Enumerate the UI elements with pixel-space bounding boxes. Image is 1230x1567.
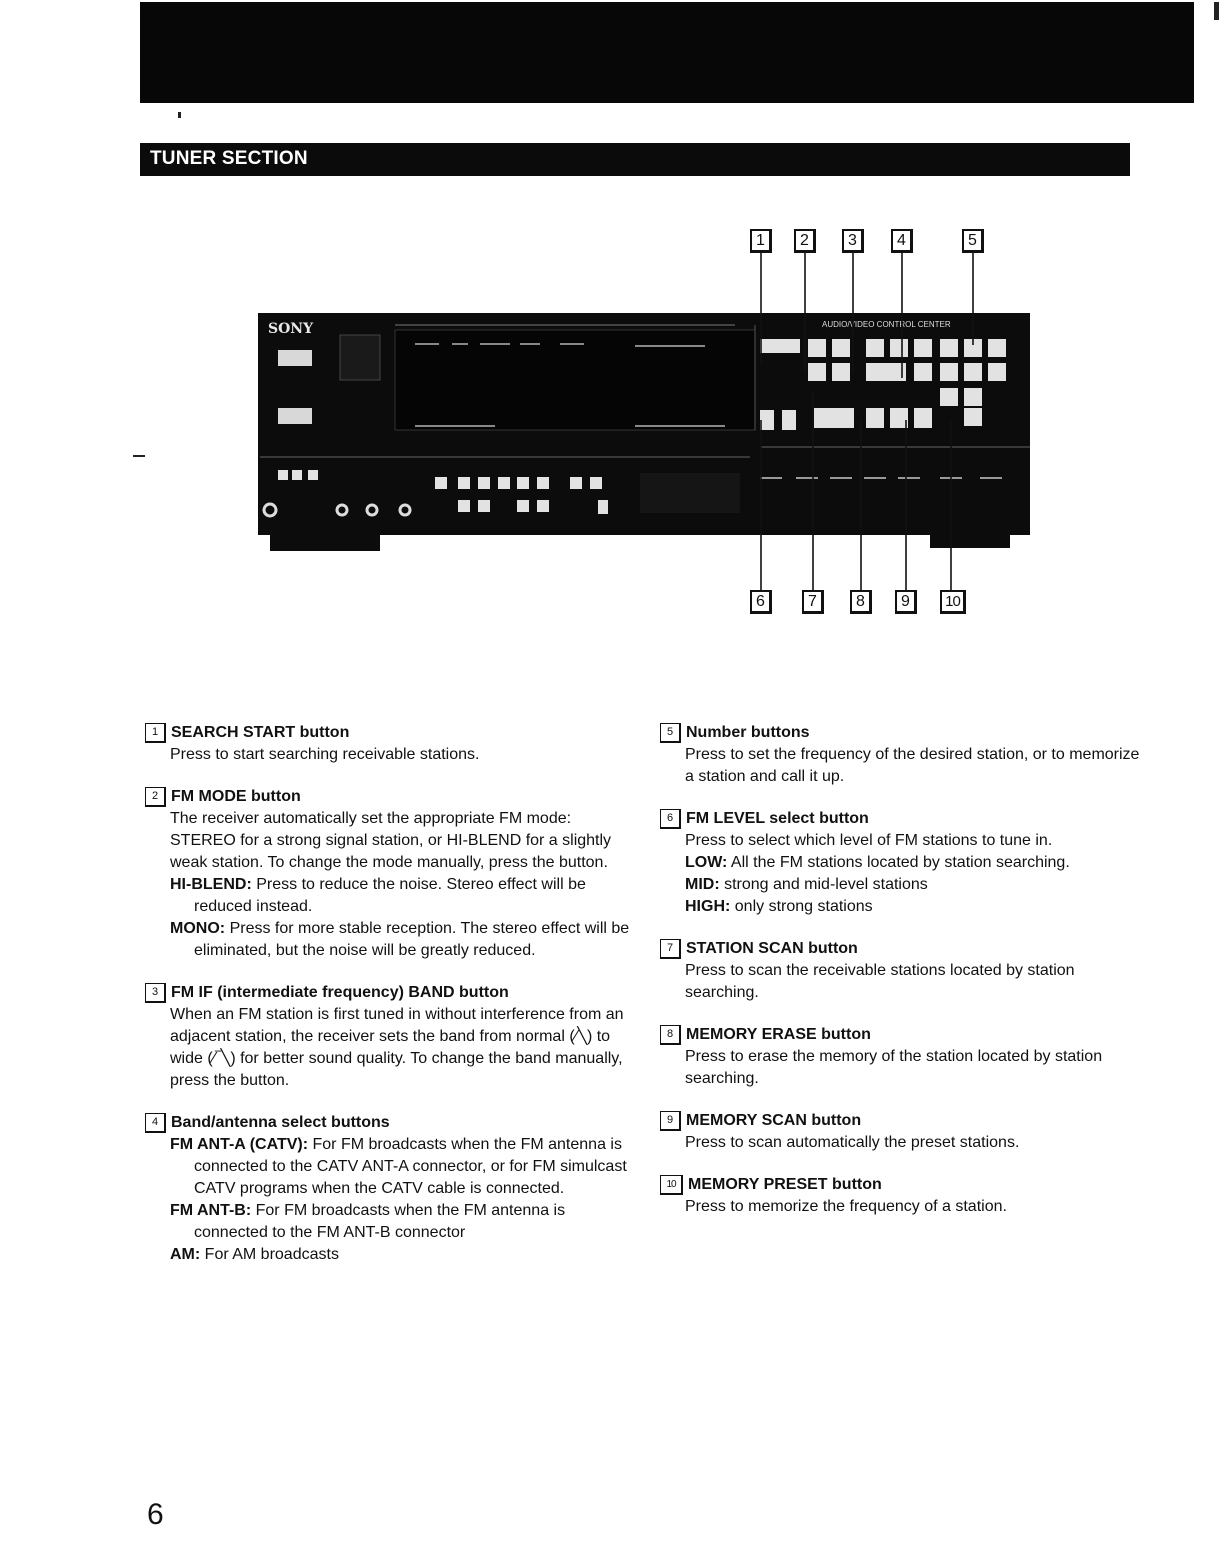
volume-knob-area bbox=[640, 473, 740, 513]
scan-speck bbox=[178, 112, 181, 118]
item-entry: LOW: All the FM stations located by stat… bbox=[685, 854, 1070, 871]
power-button bbox=[278, 350, 312, 366]
item-text: Press to start searching receivable stat… bbox=[170, 746, 480, 763]
callout-4: 4 bbox=[891, 229, 913, 253]
section-title: TUNER SECTION bbox=[150, 148, 308, 169]
right-column: 5 Number buttons Press to set the frequen… bbox=[660, 722, 1140, 1238]
item-title: Band/antenna select buttons bbox=[171, 1114, 390, 1131]
item-1: 1 SEARCH START button Press to start sear… bbox=[145, 722, 635, 766]
left-column: 1 SEARCH START button Press to start sear… bbox=[145, 722, 635, 1286]
item-number: 4 bbox=[145, 1113, 166, 1133]
item-number: 3 bbox=[145, 983, 166, 1003]
top-black-bar bbox=[140, 2, 1194, 103]
scan-speck bbox=[1214, 2, 1219, 20]
item-title: FM LEVEL select button bbox=[686, 810, 869, 827]
item-text: Press to set the frequency of the desire… bbox=[685, 746, 1140, 785]
item-entry: FM ANT-A (CATV): For FM broadcasts when … bbox=[170, 1136, 627, 1197]
standby-panel bbox=[339, 334, 381, 381]
item-title: FM IF (intermediate frequency) BAND butt… bbox=[171, 984, 509, 1001]
scan-speck bbox=[133, 455, 145, 457]
panel-label: AUDIO/VIDEO CONTROL CENTER bbox=[822, 320, 951, 329]
item-entry: MID: strong and mid-level stations bbox=[685, 876, 928, 893]
item-title: FM MODE button bbox=[171, 788, 301, 805]
callout-9: 9 bbox=[895, 590, 917, 614]
callout-10: 10 bbox=[940, 590, 966, 614]
item-title: SEARCH START button bbox=[171, 724, 350, 741]
item-text: Press to erase the memory of the station… bbox=[685, 1048, 1103, 1087]
item-text: Press to scan automatically the preset s… bbox=[685, 1134, 1020, 1151]
item-entry: HI-BLEND: Press to reduce the noise. Ste… bbox=[170, 876, 586, 915]
item-text: When an FM station is first tuned in wit… bbox=[170, 1006, 624, 1089]
item-entry: HIGH: only strong stations bbox=[685, 898, 873, 915]
item-entry: MONO: Press for more stable reception. T… bbox=[170, 920, 630, 959]
item-text: Press to select which level of FM statio… bbox=[685, 832, 1053, 849]
callout-3: 3 bbox=[842, 229, 864, 253]
item-title: STATION SCAN button bbox=[686, 940, 858, 957]
brand-logo: SONY bbox=[268, 321, 314, 337]
item-number: 10 bbox=[660, 1175, 683, 1195]
callout-1: 1 bbox=[750, 229, 772, 253]
surround-button bbox=[278, 408, 312, 424]
item-entry: FM ANT-B: For FM broadcasts when the FM … bbox=[170, 1202, 566, 1241]
item-10: 10 MEMORY PRESET button Press to memorize… bbox=[660, 1174, 1140, 1218]
item-5: 5 Number buttons Press to set the frequen… bbox=[660, 722, 1140, 788]
item-entry: AM: For AM broadcasts bbox=[170, 1246, 339, 1263]
item-number: 5 bbox=[660, 723, 681, 743]
item-6: 6 FM LEVEL select button Press to select … bbox=[660, 808, 1140, 918]
item-text: Press to memorize the frequency of a sta… bbox=[685, 1198, 1007, 1215]
item-7: 7 STATION SCAN button Press to scan the r… bbox=[660, 938, 1140, 1004]
callout-8: 8 bbox=[850, 590, 872, 614]
item-title: MEMORY ERASE button bbox=[686, 1026, 871, 1043]
callout-5: 5 bbox=[962, 229, 984, 253]
item-title: MEMORY PRESET button bbox=[688, 1176, 882, 1193]
item-number: 9 bbox=[660, 1111, 681, 1131]
receiver-foot-left bbox=[270, 533, 380, 551]
receiver-foot-right bbox=[930, 530, 1010, 548]
item-9: 9 MEMORY SCAN button Press to scan automa… bbox=[660, 1110, 1140, 1154]
item-text: Press to scan the receivable stations lo… bbox=[685, 962, 1075, 1001]
page-number: 6 bbox=[147, 1498, 164, 1531]
item-text: The receiver automatically set the appro… bbox=[170, 810, 612, 871]
callout-7: 7 bbox=[802, 590, 824, 614]
item-title: Number buttons bbox=[686, 724, 810, 741]
item-number: 2 bbox=[145, 787, 166, 807]
item-3: 3 FM IF (intermediate frequency) BAND but… bbox=[145, 982, 635, 1092]
item-4: 4 Band/antenna select buttons FM ANT-A (C… bbox=[145, 1112, 635, 1266]
callout-6: 6 bbox=[750, 590, 772, 614]
callout-2: 2 bbox=[794, 229, 816, 253]
item-number: 6 bbox=[660, 809, 681, 829]
item-title: MEMORY SCAN button bbox=[686, 1112, 862, 1129]
item-number: 7 bbox=[660, 939, 681, 959]
section-title-bar: TUNER SECTION bbox=[140, 143, 1130, 176]
item-8: 8 MEMORY ERASE button Press to erase the … bbox=[660, 1024, 1140, 1090]
item-number: 1 bbox=[145, 723, 166, 743]
callout-leader-lines bbox=[760, 253, 974, 590]
item-number: 8 bbox=[660, 1025, 681, 1045]
item-2: 2 FM MODE button The receiver automatical… bbox=[145, 786, 635, 962]
